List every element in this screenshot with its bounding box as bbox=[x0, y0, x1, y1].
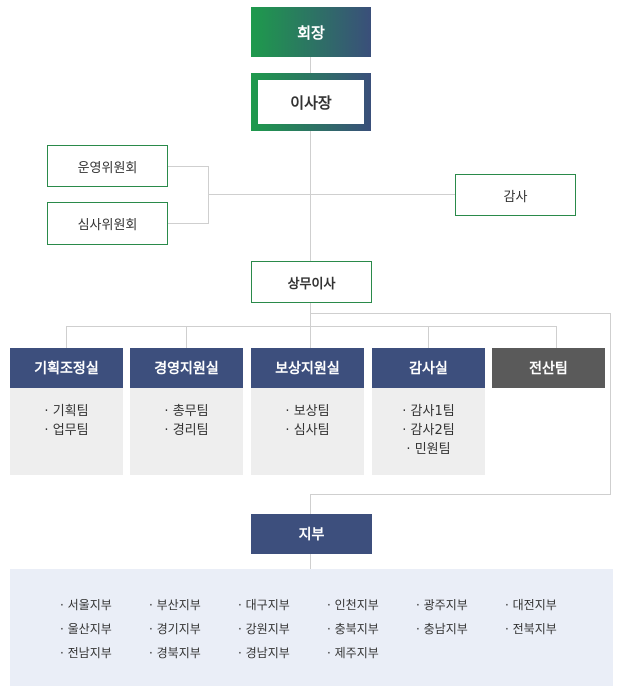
chairman-label: 회장 bbox=[297, 23, 325, 42]
chairman-box: 회장 bbox=[251, 7, 371, 57]
dept-name: 전산팀 bbox=[529, 361, 568, 377]
dept-header-compensation: 보상지원실 bbox=[251, 348, 364, 388]
connector-md-down bbox=[310, 302, 311, 348]
committee-review-label: 심사위원회 bbox=[77, 218, 138, 233]
connector-committee-bracket bbox=[208, 166, 209, 224]
dept-header-planning: 기획조정실 bbox=[10, 348, 123, 388]
connector-branch-bottom bbox=[310, 494, 611, 495]
connector-chair-ceo bbox=[310, 57, 311, 73]
dept-header-audit: 감사실 bbox=[372, 348, 485, 388]
branch-item: 인천지부 bbox=[327, 596, 379, 613]
dept-name: 감사실 bbox=[409, 361, 448, 377]
branch-header-label: 지부 bbox=[298, 527, 325, 543]
committee-operations-box: 운영위원회 bbox=[47, 145, 168, 187]
connector-branch-down bbox=[310, 494, 311, 514]
dept-name: 보상지원실 bbox=[275, 361, 340, 377]
dept-body-planning: 기획팀 업무팀 bbox=[10, 388, 123, 475]
connector-dept-horizontal bbox=[66, 326, 557, 327]
branch-item: 강원지부 bbox=[238, 620, 290, 637]
managing-director-label: 상무이사 bbox=[287, 276, 336, 292]
team-item: 업무팀 bbox=[10, 421, 123, 440]
team-item: 민원팀 bbox=[372, 440, 485, 459]
branch-list: 서울지부 부산지부 대구지부 인천지부 광주지부 대전지부 울산지부 경기지부 … bbox=[10, 569, 613, 686]
dept-body-management: 총무팀 경리팀 bbox=[130, 388, 243, 475]
branch-header-box: 지부 bbox=[251, 514, 372, 554]
connector-dept-5 bbox=[556, 326, 557, 348]
branch-item: 부산지부 bbox=[149, 596, 201, 613]
branch-item: 전남지부 bbox=[60, 644, 112, 661]
connector-main-vertical bbox=[310, 131, 311, 261]
dept-name: 경영지원실 bbox=[154, 361, 219, 377]
team-item: 경리팀 bbox=[130, 421, 243, 440]
branch-item: 대전지부 bbox=[505, 596, 557, 613]
dept-name: 기획조정실 bbox=[34, 361, 99, 377]
branch-item: 전북지부 bbox=[505, 620, 557, 637]
connector-committee-1 bbox=[167, 166, 209, 167]
team-item: 기획팀 bbox=[10, 402, 123, 421]
ceo-inner-box: 이사장 bbox=[258, 80, 364, 124]
branch-item: 충남지부 bbox=[416, 620, 468, 637]
team-item: 감사2팀 bbox=[372, 421, 485, 440]
committee-operations-label: 운영위원회 bbox=[77, 160, 138, 176]
dept-header-it: 전산팀 bbox=[492, 348, 605, 388]
connector-branch-top bbox=[310, 313, 611, 314]
team-item: 총무팀 bbox=[130, 402, 243, 421]
branch-item: 서울지부 bbox=[60, 596, 112, 613]
branch-item: 경기지부 bbox=[149, 620, 201, 637]
branch-item: 경남지부 bbox=[238, 644, 290, 661]
team-item: 심사팀 bbox=[251, 421, 364, 440]
committee-review-box: 심사위원회 bbox=[47, 202, 168, 245]
managing-director-box: 상무이사 bbox=[251, 261, 372, 303]
branch-item: 제주지부 bbox=[327, 644, 379, 661]
dept-header-management: 경영지원실 bbox=[130, 348, 243, 388]
auditor-label: 감사 bbox=[503, 189, 528, 205]
connector-dept-2 bbox=[186, 326, 187, 348]
connector-dept-4 bbox=[428, 326, 429, 348]
ceo-label: 이사장 bbox=[290, 93, 332, 112]
dept-body-audit: 감사1팀 감사2팀 민원팀 bbox=[372, 388, 485, 475]
team-item: 보상팀 bbox=[251, 402, 364, 421]
branch-item: 광주지부 bbox=[416, 596, 468, 613]
connector-branch-area bbox=[310, 554, 311, 569]
branch-item: 울산지부 bbox=[60, 620, 112, 637]
connector-committee-auditor bbox=[208, 194, 456, 195]
connector-committee-2 bbox=[167, 223, 209, 224]
branch-item: 충북지부 bbox=[327, 620, 379, 637]
team-item: 감사1팀 bbox=[372, 402, 485, 421]
dept-body-compensation: 보상팀 심사팀 bbox=[251, 388, 364, 475]
auditor-box: 감사 bbox=[455, 174, 576, 216]
connector-branch-right bbox=[610, 313, 611, 495]
branch-item: 경북지부 bbox=[149, 644, 201, 661]
branch-item: 대구지부 bbox=[238, 596, 290, 613]
connector-dept-1 bbox=[66, 326, 67, 348]
